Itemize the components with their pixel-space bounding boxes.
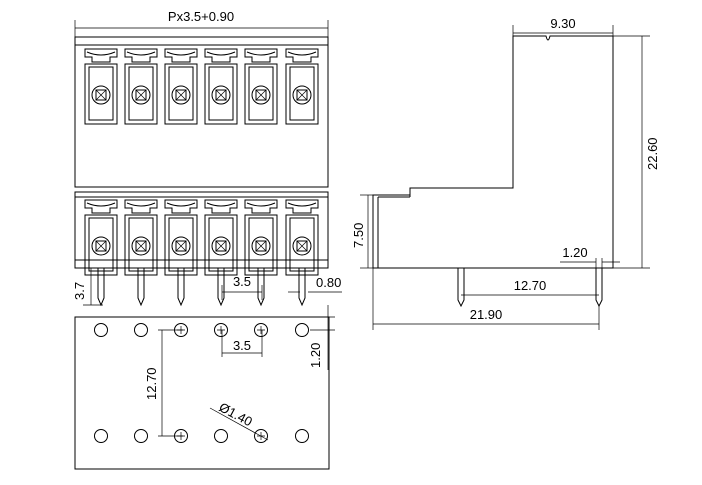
hole-top-4 [214,323,228,337]
side-pin-left [457,268,465,308]
dim-hole-pitch: 3.5 [233,338,251,353]
hole-bottom-2 [134,429,148,443]
pin-5 [257,268,265,307]
lower-terminal-2 [124,199,158,276]
dim-total-depth: 21.90 [470,307,503,322]
hole-top-1 [94,323,108,337]
hole-top-6 [295,323,309,337]
side-view: 9.30 22.60 7.50 1.20 12.70 21.90 [351,16,660,330]
hole-top-5 [254,323,268,337]
dim-pin-length: 3.7 [72,282,87,300]
dim-pitch-width: Px3.5+0.90 [168,9,234,24]
dim-total-height: 22.60 [645,137,660,170]
lower-terminal-1 [84,199,118,276]
pin-row [97,268,306,307]
side-pin-right [595,268,603,308]
upper-terminal-6 [285,48,319,125]
lower-terminal-row [84,199,319,276]
lower-terminal-3 [164,199,198,276]
dim-top-width: 9.30 [550,16,575,31]
pin-6 [298,268,306,307]
pin-3 [177,268,185,307]
hole-bottom-5 [254,429,268,443]
side-body-outline [372,35,614,269]
hole-pattern [94,323,309,443]
dim-pin-width: 0.80 [316,275,341,290]
lower-terminal-6 [285,199,319,276]
pin-4 [217,268,225,307]
pin-2 [137,268,145,307]
lower-terminal-4 [204,199,238,276]
upper-terminal-2 [124,48,158,125]
upper-terminal-1 [84,48,118,125]
dim-pin-offset: 1.20 [562,245,587,260]
footprint-outline [74,316,330,470]
upper-terminal-5 [244,48,278,125]
hole-bottom-6 [295,429,309,443]
dim-pin-pitch: 3.5 [233,274,251,289]
dim-edge-offset: 1.20 [308,343,323,368]
front-view: Px3.5+0.90 3.7 3.5 0.80 [72,9,342,307]
upper-terminal-4 [204,48,238,125]
lower-terminal-5 [244,199,278,276]
dim-pin-spacing: 12.70 [514,278,547,293]
pin-1 [97,268,105,307]
footprint-view: 3.5 1.20 12.70 Ø1.40 [74,305,335,470]
upper-terminal-row [84,48,319,125]
dim-row-spacing: 12.70 [144,367,159,400]
hole-bottom-4 [214,429,228,443]
dim-lower-height: 7.50 [351,223,366,248]
hole-bottom-1 [94,429,108,443]
hole-top-2 [134,323,148,337]
upper-terminal-3 [164,48,198,125]
